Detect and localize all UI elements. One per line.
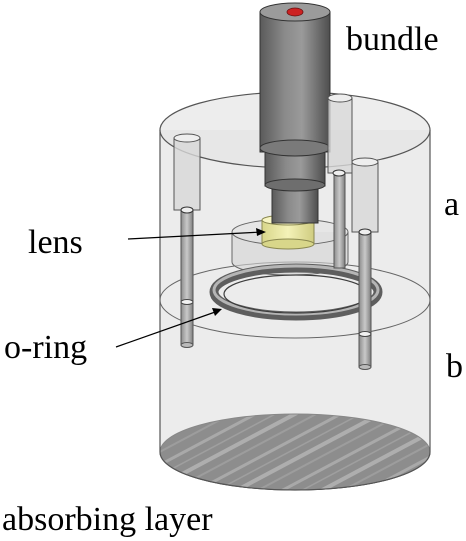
- rod-middle-pin: [333, 172, 346, 269]
- label-o-ring: o-ring: [4, 329, 88, 366]
- rod-right-pin-hole: [358, 228, 372, 236]
- label-lens: lens: [28, 224, 83, 261]
- rod-left-pin-bottom: [180, 342, 194, 348]
- rod-right-sleeve-top: [351, 157, 379, 167]
- oring-leader-arrowhead: [212, 308, 222, 316]
- rod-right-sleeve: [351, 161, 379, 233]
- rod-left-sleeve: [173, 137, 201, 211]
- lens-leader-arrowhead: [256, 228, 266, 236]
- rod-right-pin: [358, 231, 372, 368]
- label-absorbing-layer: absorbing layer: [2, 501, 213, 538]
- bundle-upper-shaft: [259, 11, 331, 153]
- rod-left-sleeve-top: [173, 133, 201, 143]
- bundle-lower-edge: [264, 178, 326, 192]
- label-section-b: b: [446, 348, 463, 385]
- oring-leader-line: [115, 310, 219, 348]
- rod-middle-sleeve: [327, 97, 353, 174]
- bundle-step-edge: [259, 139, 331, 157]
- divider-hole-right: [358, 331, 372, 337]
- rod-middle-pin-hole: [332, 169, 346, 177]
- rod-left-pin: [180, 209, 194, 346]
- label-bundle: bundle: [346, 21, 439, 58]
- label-section-a: a: [444, 186, 460, 223]
- divider-hole-left: [180, 299, 194, 305]
- rod-middle-sleeve-top: [327, 93, 353, 103]
- rod-left-pin-hole: [180, 206, 194, 214]
- lens-bottom-edge: [261, 238, 315, 250]
- lens-leader-line: [127, 231, 263, 240]
- o-ring-highlight: [212, 264, 380, 316]
- rod-right-pin-bottom: [358, 364, 372, 370]
- bundle-core: [286, 7, 304, 17]
